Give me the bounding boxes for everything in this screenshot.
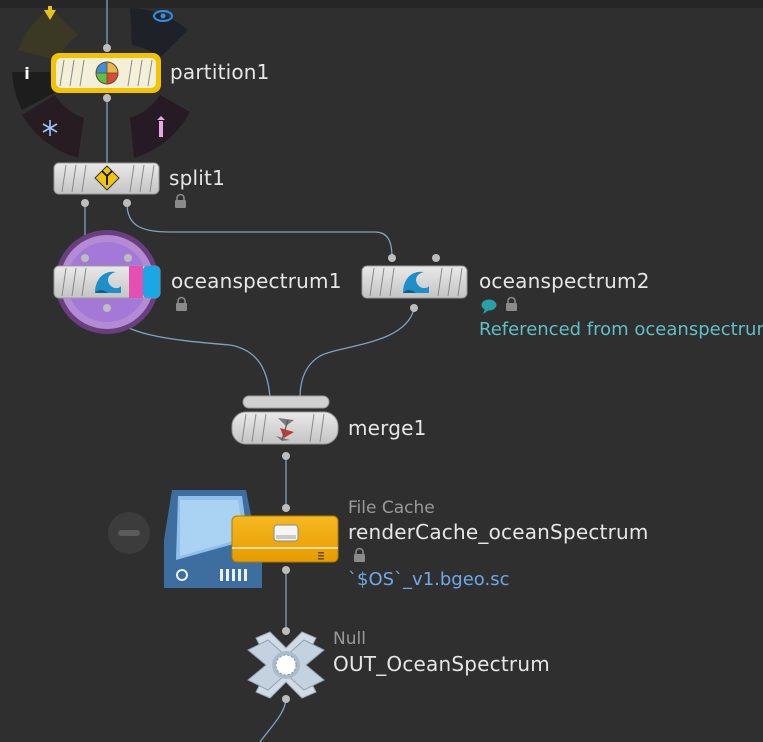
node-label-merge1[interactable]: merge1 — [348, 416, 427, 440]
input-port[interactable] — [282, 504, 290, 512]
node-comment-oceanspectrum2: Referenced from oceanspectrum — [479, 319, 763, 340]
wire-ocean2-merge[interactable] — [299, 308, 415, 399]
wire-split-ocean2[interactable] — [126, 202, 393, 259]
output-port[interactable] — [282, 695, 290, 703]
input-port-2[interactable] — [432, 254, 440, 262]
input-port-2[interactable] — [124, 254, 132, 262]
snowflake-icon — [42, 120, 58, 136]
template-pin-icon — [157, 116, 165, 137]
node-type-null: Null — [333, 629, 366, 649]
node-ring-menu[interactable]: i — [12, 6, 190, 158]
merge-input-bar[interactable] — [242, 395, 330, 409]
input-port[interactable] — [388, 254, 396, 262]
node-merge1[interactable] — [231, 395, 339, 460]
eye-icon — [153, 10, 173, 22]
ocean-wave-icon — [403, 271, 429, 293]
node-label-OUT_OceanSpectrum[interactable]: OUT_OceanSpectrum — [333, 652, 550, 676]
node-partition1[interactable] — [51, 44, 161, 102]
node-label-split1[interactable]: split1 — [169, 166, 225, 190]
output-port[interactable] — [282, 566, 290, 574]
lock-icon — [354, 547, 365, 562]
node-oceanspectrum2[interactable] — [361, 254, 468, 312]
template-flag[interactable] — [129, 266, 143, 298]
output-port[interactable] — [282, 452, 290, 460]
display-flag[interactable] — [143, 266, 160, 298]
split-sign-icon — [94, 165, 120, 191]
node-oceanspectrum1[interactable] — [53, 230, 161, 334]
input-port[interactable] — [103, 44, 111, 52]
info-icon: i — [24, 64, 29, 83]
bypass-arrow-icon — [44, 6, 56, 20]
output-port-1[interactable] — [81, 199, 89, 207]
node-split1[interactable] — [53, 162, 160, 207]
output-port[interactable] — [410, 304, 418, 312]
output-port[interactable] — [103, 304, 111, 312]
comment-bubble-icon — [481, 299, 497, 314]
list-icon — [318, 552, 324, 560]
lock-icon — [176, 296, 187, 311]
output-port[interactable] — [103, 94, 111, 102]
output-port-2[interactable] — [123, 199, 131, 207]
node-label-oceanspectrum1[interactable]: oceanspectrum1 — [171, 269, 342, 293]
hard-drive-icon — [273, 524, 299, 542]
ring-display-segment[interactable] — [130, 8, 188, 58]
input-port[interactable] — [282, 627, 290, 635]
node-label-partition1[interactable]: partition1 — [170, 60, 270, 84]
pane-top-border — [0, 0, 763, 8]
ring-info-segment[interactable] — [12, 72, 56, 110]
input-port[interactable] — [81, 254, 89, 262]
filecache-drive-illustration — [164, 490, 262, 588]
ring-bypass-segment[interactable] — [18, 8, 78, 60]
bypass-minus-button[interactable] — [108, 512, 150, 554]
ocean-wave-icon — [95, 271, 121, 293]
node-type-filecache: File Cache — [348, 498, 435, 518]
lock-icon — [506, 296, 517, 311]
node-file-path: `$OS`_v1.bgeo.sc — [348, 569, 510, 590]
lock-icon — [175, 193, 186, 208]
node-label-oceanspectrum2[interactable]: oceanspectrum2 — [479, 269, 650, 293]
partition-globe-icon — [95, 61, 119, 85]
null-target-icon — [275, 654, 297, 676]
wire-null-output[interactable] — [259, 699, 287, 742]
merge-icon — [276, 418, 294, 441]
node-label-renderCache[interactable]: renderCache_oceanSpectrum — [348, 520, 649, 544]
node-OUT_OceanSpectrum[interactable] — [247, 627, 325, 703]
node-renderCache[interactable] — [231, 504, 339, 574]
